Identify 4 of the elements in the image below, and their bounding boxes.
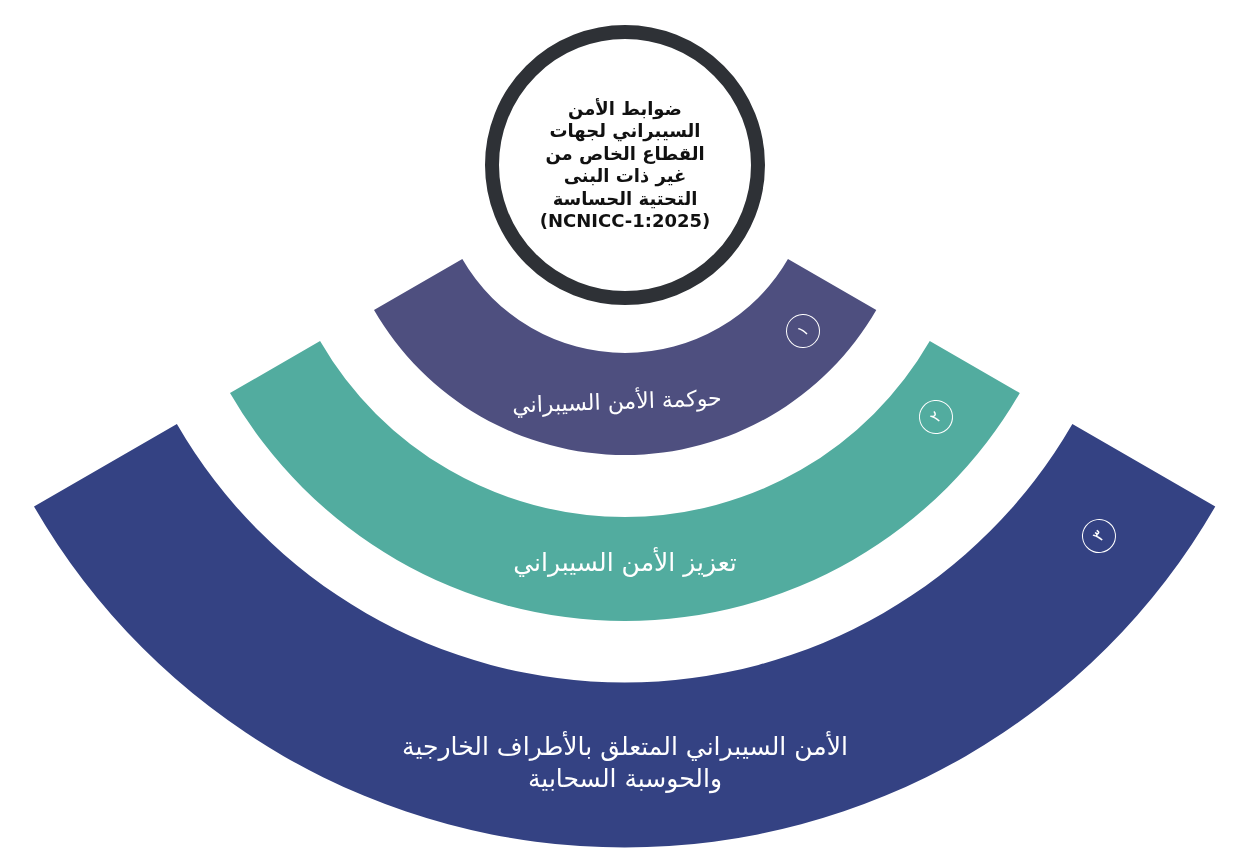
band-label: تعزيز الأمن السيبراني [512,546,738,579]
title-text: ضوابط الأمن السيبراني لجهات القطاع الخاص من غير ذات البنى التحتية الحساسة (NCNICC-1:2025) [538,97,712,233]
band-label: الأمن السيبراني المتعلق بالأطراف الخارجية والحوسبة السحابية [401,730,849,796]
band-label: حوكمة الأمن السيبراني [510,384,723,420]
